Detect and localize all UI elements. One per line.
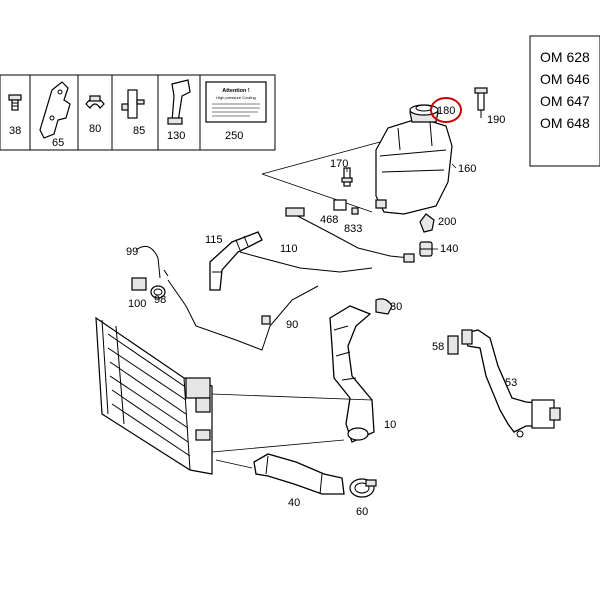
clamp-100-icon: [131, 277, 147, 291]
engine-code-2: OM 646: [540, 71, 590, 87]
bleed-screw-190-icon: [474, 87, 488, 118]
bolt-38-icon: [8, 94, 22, 111]
engine-codes-box: OM 628 OM 646 OM 647 OM 648: [529, 35, 600, 167]
header-label-38: 38: [9, 125, 21, 137]
part-label-200: 200: [438, 216, 456, 228]
part-label-100: 100: [128, 298, 146, 310]
part-label-180: 180: [437, 105, 455, 117]
highlight-circle: [430, 97, 462, 123]
holder-130-icon: [167, 79, 191, 125]
part-label-140: 140: [440, 243, 458, 255]
part-label-30: 30: [390, 301, 402, 313]
part-label-98: 98: [154, 294, 166, 306]
part-label-10: 10: [384, 419, 396, 431]
coolant-pipe-90: [163, 269, 319, 351]
header-label-250: 250: [225, 130, 243, 142]
part-label-40: 40: [288, 497, 300, 509]
breather-line-110: [239, 207, 415, 273]
clamp-58-icon: [447, 335, 459, 355]
engine-code-1: OM 628: [540, 49, 590, 65]
attention-card-subtitle: High pressure Cooling: [216, 95, 256, 100]
sensor-85-icon: [121, 89, 145, 119]
header-label-80: 80: [89, 123, 101, 135]
hose-115: [209, 231, 263, 291]
lower-hose-40: [253, 453, 345, 495]
radiator: [95, 316, 213, 475]
clip-80-icon: [85, 95, 105, 109]
part-label-170: 170: [330, 158, 348, 170]
attention-card-250: Attention ! High pressure Cooling: [205, 81, 267, 123]
part-label-60: 60: [356, 506, 368, 518]
header-parts-strip: 38 65 80 85 130 Attention: [0, 74, 276, 151]
part-label-110: 110: [280, 243, 298, 255]
bracket-65-icon: [39, 81, 71, 139]
clamp-30-icon: [375, 298, 393, 315]
oring-98-icon: [150, 285, 166, 299]
part-label-58: 58: [432, 341, 444, 353]
rubber-mount-200-icon: [419, 213, 435, 233]
highlight-180[interactable]: 180: [430, 97, 462, 123]
upper-hose-10: [329, 305, 375, 443]
clamp-60-icon: [349, 478, 377, 498]
sensor-468-833-icon: [333, 199, 359, 215]
part-label-468: 468: [320, 214, 338, 226]
part-label-833: 833: [344, 223, 362, 235]
header-label-130: 130: [167, 130, 185, 142]
clip-99-icon: [135, 245, 161, 279]
expansion-tank-group: 190 170 468 833 200 140 160: [261, 87, 505, 257]
grommet-140-icon: [419, 241, 433, 257]
header-label-65: 65: [52, 137, 64, 149]
heater-hose-53: [461, 329, 561, 438]
engine-code-3: OM 647: [540, 93, 590, 109]
part-label-53: 53: [505, 377, 517, 389]
part-label-190: 190: [487, 114, 505, 126]
part-label-90: 90: [286, 319, 298, 331]
part-label-99: 99: [126, 246, 138, 258]
attention-card-title: Attention !: [222, 88, 250, 94]
engine-code-4: OM 648: [540, 115, 590, 131]
part-label-115: 115: [205, 234, 223, 246]
part-label-160: 160: [458, 163, 476, 175]
header-label-85: 85: [133, 125, 145, 137]
